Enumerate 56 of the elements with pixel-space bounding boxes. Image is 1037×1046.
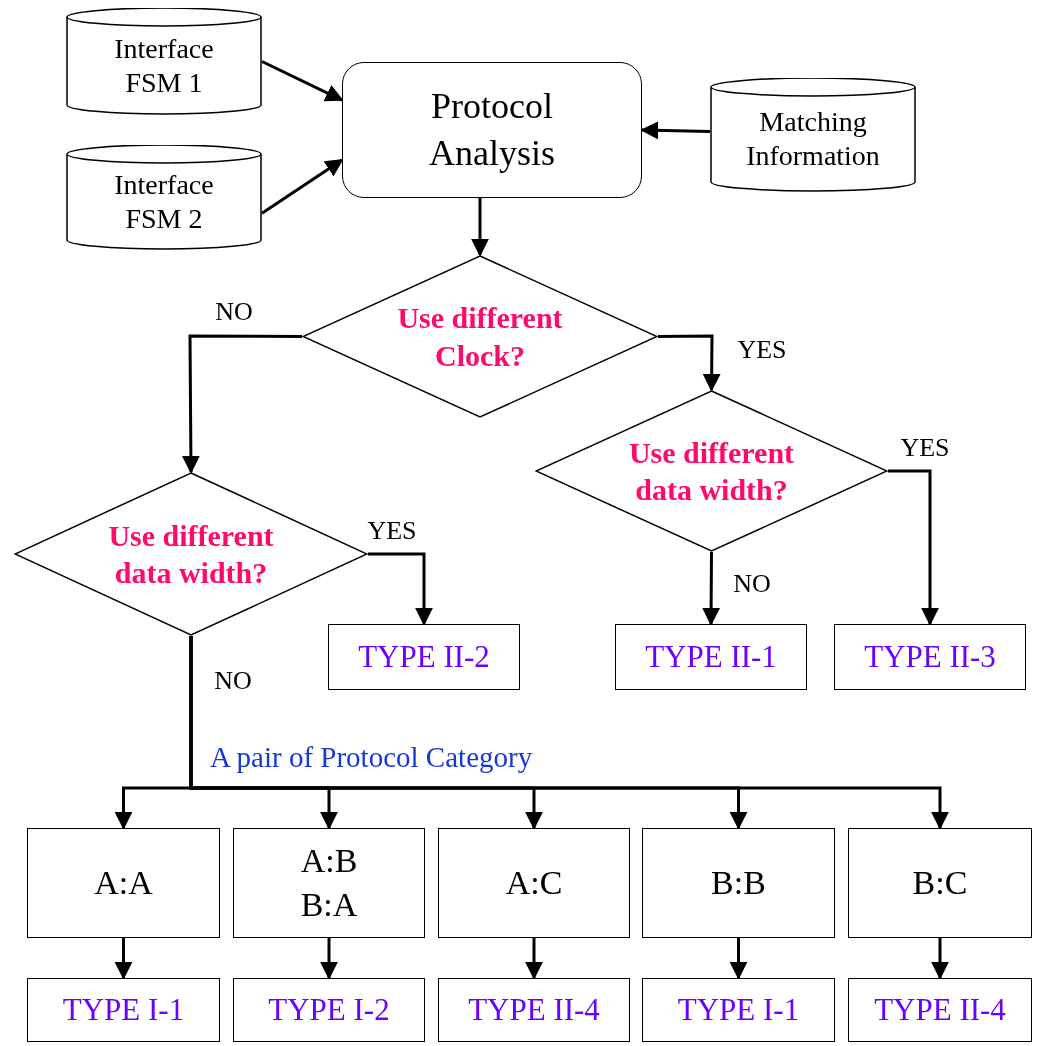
decision-diamond	[535, 390, 888, 552]
result-box	[834, 624, 1026, 690]
node-label: B:B	[711, 862, 766, 903]
node-label: Use different data width?	[107, 517, 275, 591]
node-label: TYPE I-2	[268, 991, 390, 1029]
decision-diamond	[14, 472, 368, 636]
arrow	[658, 334, 721, 392]
node-label: B:C	[912, 862, 968, 903]
node-label: TYPE I-1	[677, 991, 800, 1029]
arrow	[471, 198, 489, 257]
database-cylinder	[66, 145, 262, 250]
arrow	[181, 334, 302, 474]
bus-label: A pair of Protocol Category	[210, 743, 533, 772]
category-box	[848, 828, 1032, 938]
node-label: A:C	[505, 862, 563, 903]
node-label: TYPE II-1	[645, 638, 777, 676]
database-cylinder	[710, 78, 916, 192]
category-box	[27, 828, 220, 938]
node-label: Interface FSM 2	[113, 167, 215, 236]
node-label: Matching Information	[745, 105, 881, 173]
process-box	[342, 62, 642, 198]
node-label: Protocol Analysis	[428, 85, 556, 175]
result-box	[27, 978, 220, 1042]
arrow	[320, 938, 338, 980]
category-box	[642, 828, 835, 938]
node-label: TYPE II-2	[358, 638, 490, 676]
result-box	[438, 978, 630, 1042]
node-label: A:A	[94, 862, 153, 903]
node-label: Use different data width?	[627, 434, 796, 508]
result-box	[328, 624, 520, 690]
result-box	[615, 624, 807, 690]
node-label: TYPE I-1	[62, 991, 185, 1029]
arrow	[729, 938, 748, 980]
arrow	[525, 938, 543, 980]
decision-diamond	[302, 255, 658, 418]
node-label: TYPE II-4	[468, 991, 600, 1029]
node-label: Interface FSM 1	[113, 31, 215, 100]
arrow	[261, 60, 344, 102]
arrow	[114, 938, 133, 980]
result-box	[848, 978, 1032, 1042]
result-box	[642, 978, 835, 1042]
result-box	[233, 978, 425, 1042]
category-box	[438, 828, 630, 938]
arrow	[189, 636, 949, 830]
node-label: TYPE II-4	[874, 991, 1006, 1029]
node-label: TYPE II-3	[864, 638, 996, 676]
node-label: Use different Clock?	[396, 300, 564, 374]
arrow	[640, 121, 711, 140]
arrow	[888, 469, 939, 626]
node-label: A:B B:A	[299, 840, 359, 925]
arrow	[261, 158, 344, 215]
arrow	[368, 552, 433, 626]
arrow	[931, 938, 949, 980]
arrow	[702, 552, 721, 626]
category-box	[233, 828, 425, 938]
database-cylinder	[66, 8, 262, 115]
